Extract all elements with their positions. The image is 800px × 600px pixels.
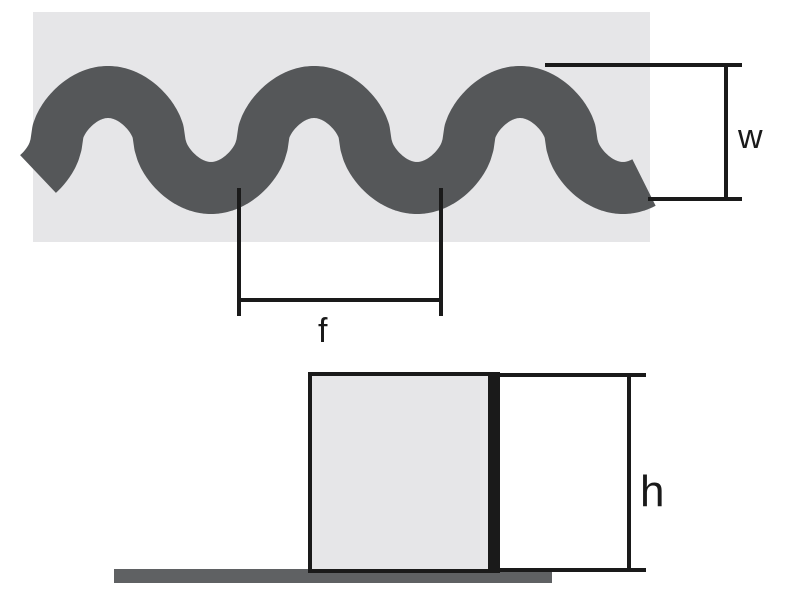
height-dimension: h bbox=[500, 373, 664, 572]
height-label: h bbox=[640, 467, 664, 516]
width-label: w bbox=[737, 118, 763, 156]
period-label: f bbox=[318, 312, 328, 350]
top-view: w f bbox=[14, 12, 763, 350]
side-profile-rectangle-icon bbox=[308, 372, 500, 573]
width-dimension: w bbox=[545, 63, 763, 201]
period-dimension: f bbox=[237, 188, 443, 350]
side-profile-thick-edge bbox=[488, 374, 500, 571]
serpentine-wave-icon bbox=[14, 66, 668, 214]
side-view: h bbox=[114, 372, 664, 583]
